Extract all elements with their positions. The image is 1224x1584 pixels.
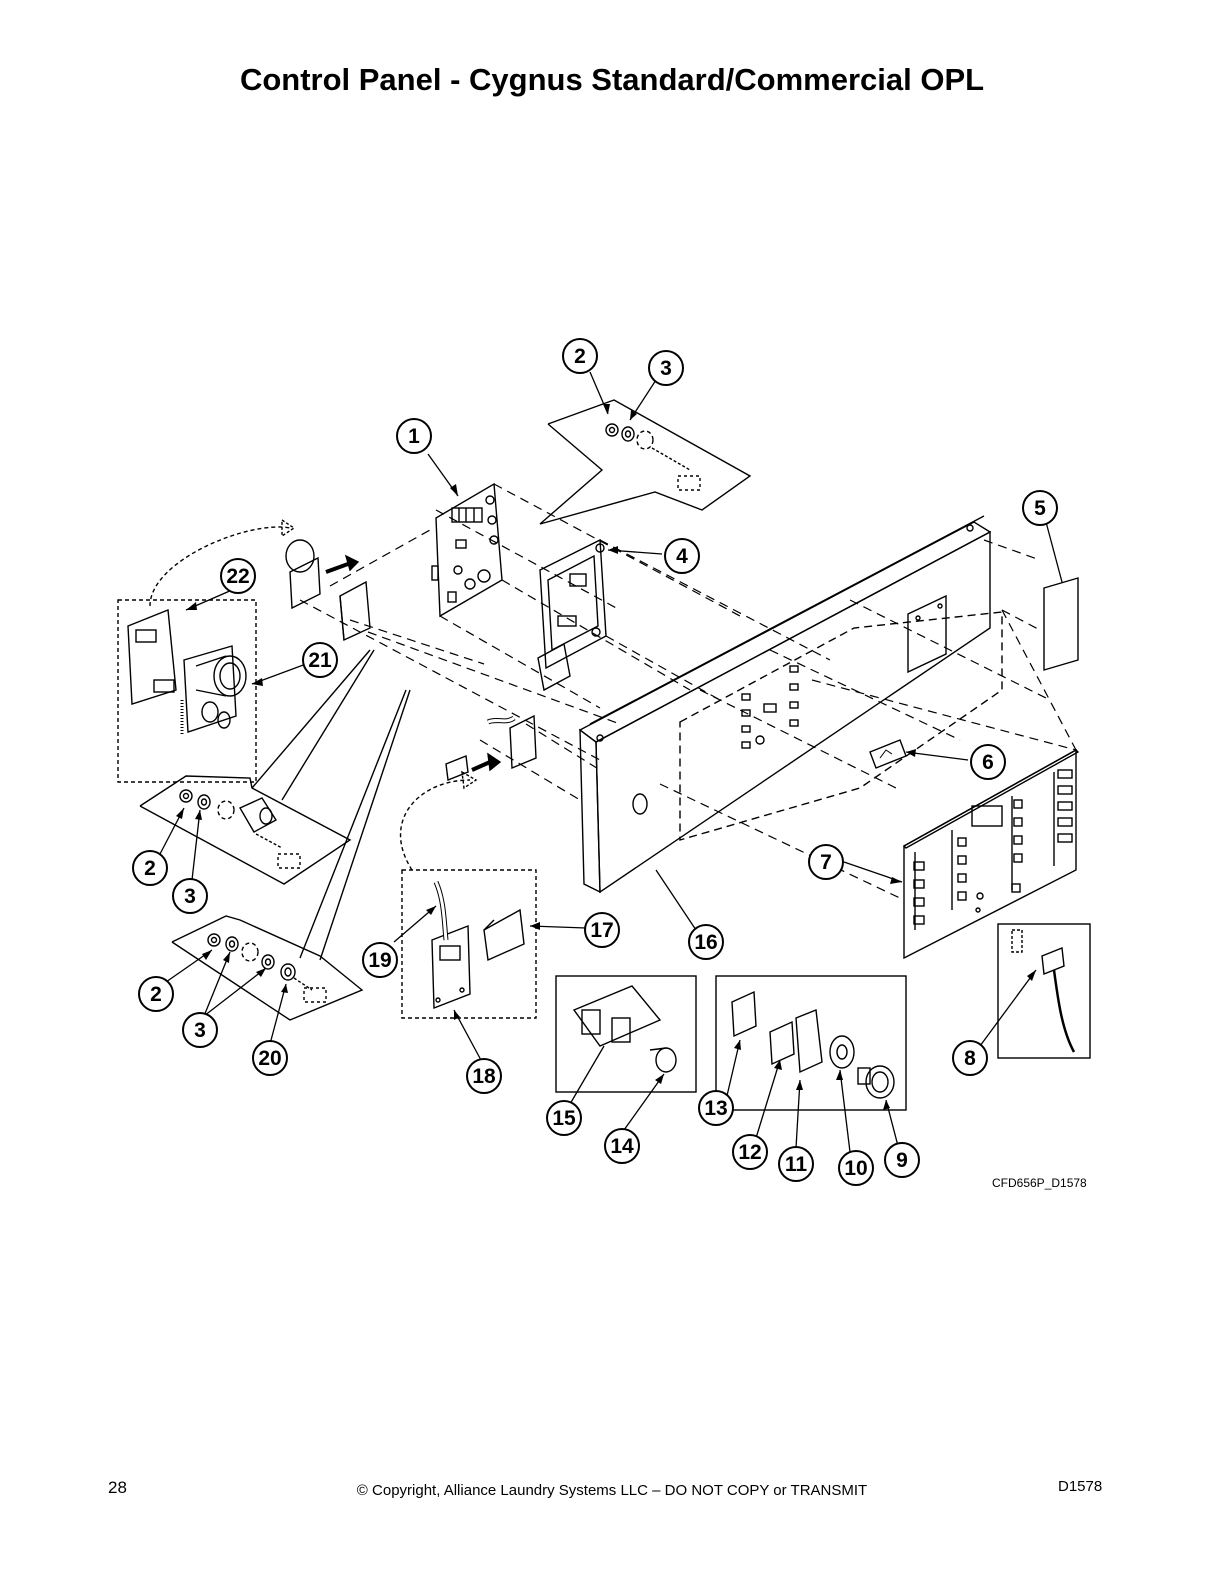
callout-8: 8 xyxy=(952,1040,988,1076)
svg-text:3: 3 xyxy=(194,1019,206,1042)
callout-9: 9 xyxy=(884,1142,920,1178)
callout-17: 17 xyxy=(584,912,620,948)
circuit-board xyxy=(431,482,503,618)
svg-text:17: 17 xyxy=(590,919,613,942)
sensor-box xyxy=(997,923,1091,1059)
callout-22: 22 xyxy=(220,558,256,594)
callout-11: 11 xyxy=(778,1146,814,1182)
svg-text:13: 13 xyxy=(704,1097,727,1120)
svg-text:19: 19 xyxy=(368,949,391,972)
alignment-lines xyxy=(299,483,1077,901)
callout-2-bottom: 2 xyxy=(138,976,174,1012)
callout-21: 21 xyxy=(302,642,338,678)
callout-6: 6 xyxy=(970,744,1006,780)
svg-text:20: 20 xyxy=(258,1047,281,1070)
svg-text:22: 22 xyxy=(226,565,249,588)
svg-text:2: 2 xyxy=(150,983,162,1006)
callout-3-top: 3 xyxy=(648,350,684,386)
hardware-detail-top xyxy=(539,399,752,525)
callout-20: 20 xyxy=(252,1040,288,1076)
svg-text:5: 5 xyxy=(1034,497,1046,520)
svg-text:21: 21 xyxy=(308,649,332,672)
svg-text:6: 6 xyxy=(982,751,994,774)
svg-text:11: 11 xyxy=(785,1153,808,1176)
svg-text:3: 3 xyxy=(184,885,196,908)
svg-text:3: 3 xyxy=(660,357,672,380)
callout-2-left: 2 xyxy=(132,850,168,886)
svg-text:18: 18 xyxy=(472,1065,496,1088)
page-number: 28 xyxy=(108,1478,127,1497)
callout-7: 7 xyxy=(808,844,844,880)
callout-2-top: 2 xyxy=(562,338,598,374)
svg-text:2: 2 xyxy=(574,345,586,368)
callout-14: 14 xyxy=(604,1128,640,1164)
key-switch-box xyxy=(555,975,697,1093)
push-button-box xyxy=(715,975,907,1111)
card-slot-assembly xyxy=(399,714,537,1019)
callout-3-bottom: 3 xyxy=(182,1012,218,1048)
callout-12: 12 xyxy=(732,1134,768,1170)
callout-13: 13 xyxy=(698,1090,734,1126)
front-panel-bezel xyxy=(902,748,1080,960)
svg-text:7: 7 xyxy=(820,851,832,874)
indicator-lens xyxy=(869,739,907,769)
callout-15: 15 xyxy=(546,1100,582,1136)
callout-1: 1 xyxy=(396,418,432,454)
document-code: D1578 xyxy=(1058,1478,1103,1495)
svg-text:12: 12 xyxy=(738,1141,761,1164)
control-panel-housing xyxy=(578,515,1003,894)
hardware-detail-left xyxy=(139,649,375,885)
board-bracket xyxy=(537,538,607,692)
svg-text:1: 1 xyxy=(408,425,420,448)
hardware-detail-bottom xyxy=(171,689,411,1021)
svg-text:4: 4 xyxy=(676,545,688,568)
svg-text:10: 10 xyxy=(844,1157,867,1180)
card-reader-module xyxy=(117,518,371,783)
svg-text:16: 16 xyxy=(694,931,717,954)
label-overlay xyxy=(1043,577,1079,671)
callout-3-left: 3 xyxy=(172,878,208,914)
copyright-notice: © Copyright, Alliance Laundry Systems LL… xyxy=(356,1482,868,1499)
callout-bubbles: 1 2 3 4 5 6 7 8 9 10 11 12 13 14 15 16 1… xyxy=(132,338,1058,1186)
leader-lines xyxy=(159,371,1063,1153)
callout-18: 18 xyxy=(466,1058,502,1094)
callout-10: 10 xyxy=(838,1150,874,1186)
callout-16: 16 xyxy=(688,924,724,960)
drawing-id: CFD656P_D1578 xyxy=(992,1176,1087,1190)
callout-19: 19 xyxy=(362,942,398,978)
callout-4: 4 xyxy=(664,538,700,574)
svg-text:15: 15 xyxy=(552,1107,576,1130)
svg-text:14: 14 xyxy=(610,1135,634,1158)
leader-arrowheads xyxy=(176,404,1036,1110)
svg-text:9: 9 xyxy=(896,1149,908,1172)
svg-text:8: 8 xyxy=(964,1047,976,1070)
svg-text:2: 2 xyxy=(144,857,156,880)
page-title: Control Panel - Cygnus Standard/Commerci… xyxy=(239,62,985,97)
callout-5: 5 xyxy=(1022,490,1058,526)
